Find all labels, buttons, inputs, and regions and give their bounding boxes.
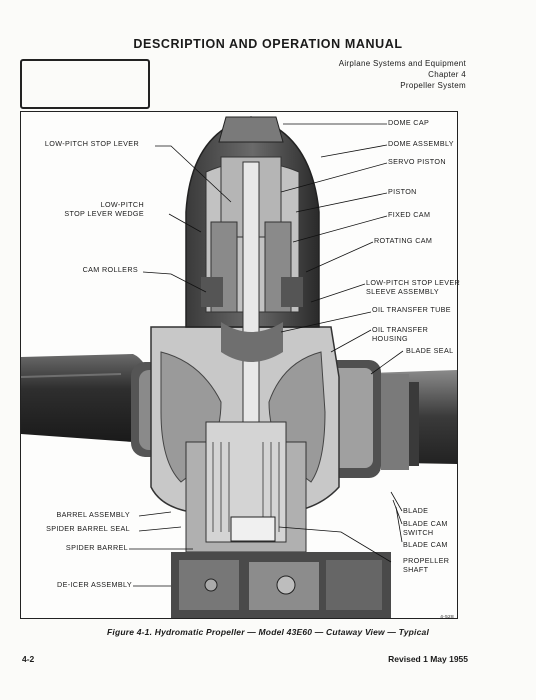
figure-number: 4-528 [440, 615, 454, 620]
callout-blade: BLADE [403, 506, 429, 515]
callout-piston: PISTON [388, 187, 417, 196]
callout-low-pitch-stop-lever: LOW-PITCH STOP LEVER [44, 139, 139, 148]
subject-line: Airplane Systems and Equipment [338, 59, 466, 68]
callout-blade-seal: BLADE SEAL [406, 346, 454, 355]
callout-low-pitch-stop-lever-sleeve-assembly: LOW-PITCH STOP LEVER SLEEVE ASSEMBLY [366, 278, 461, 296]
callout-rotating-cam: ROTATING CAM [374, 236, 433, 245]
section-line: Propeller System [400, 81, 466, 90]
callout-oil-transfer-housing: OIL TRANSFER HOUSING [372, 325, 429, 343]
callout-de-icer-assembly: DE-ICER ASSEMBLY [57, 580, 132, 589]
callout-oil-transfer-tube: OIL TRANSFER TUBE [372, 305, 451, 314]
callout-dome-assembly: DOME ASSEMBLY [388, 139, 454, 148]
callout-servo-piston: SERVO PISTON [388, 157, 446, 166]
callout-low-pitch-stop-lever-wedge: LOW-PITCH STOP LEVER WEDGE [64, 200, 144, 218]
callout-fixed-cam: FIXED CAM [388, 210, 431, 219]
callout-dome-cap: DOME CAP [388, 118, 430, 127]
callout-propeller-shaft: PROPELLER SHAFT [403, 556, 450, 574]
callout-cam-rollers: CAM ROLLERS [82, 265, 138, 274]
manual-title: DESCRIPTION AND OPERATION MANUAL [133, 37, 403, 51]
chapter-block: Airplane Systems and Equipment Chapter 4… [339, 58, 466, 91]
page-number: 4-2 [22, 654, 35, 664]
callout-spider-barrel-seal: SPIDER BARREL SEAL [46, 524, 130, 533]
callout-barrel-assembly: BARREL ASSEMBLY [56, 510, 130, 519]
figure-frame [20, 111, 458, 619]
chapter-line: Chapter 4 [428, 70, 466, 79]
callout-blade-cam: BLADE CAM [403, 540, 448, 549]
callout-spider-barrel: SPIDER BARREL [65, 543, 128, 552]
callout-blade-cam-switch: BLADE CAM SWITCH [403, 519, 448, 537]
blank-box [20, 59, 150, 109]
figure-caption: Figure 4-1. Hydromatic Propeller — Model… [106, 627, 430, 637]
revision-date: Revised 1 May 1955 [388, 654, 468, 664]
propeller-cutaway-illustration [21, 116, 457, 618]
